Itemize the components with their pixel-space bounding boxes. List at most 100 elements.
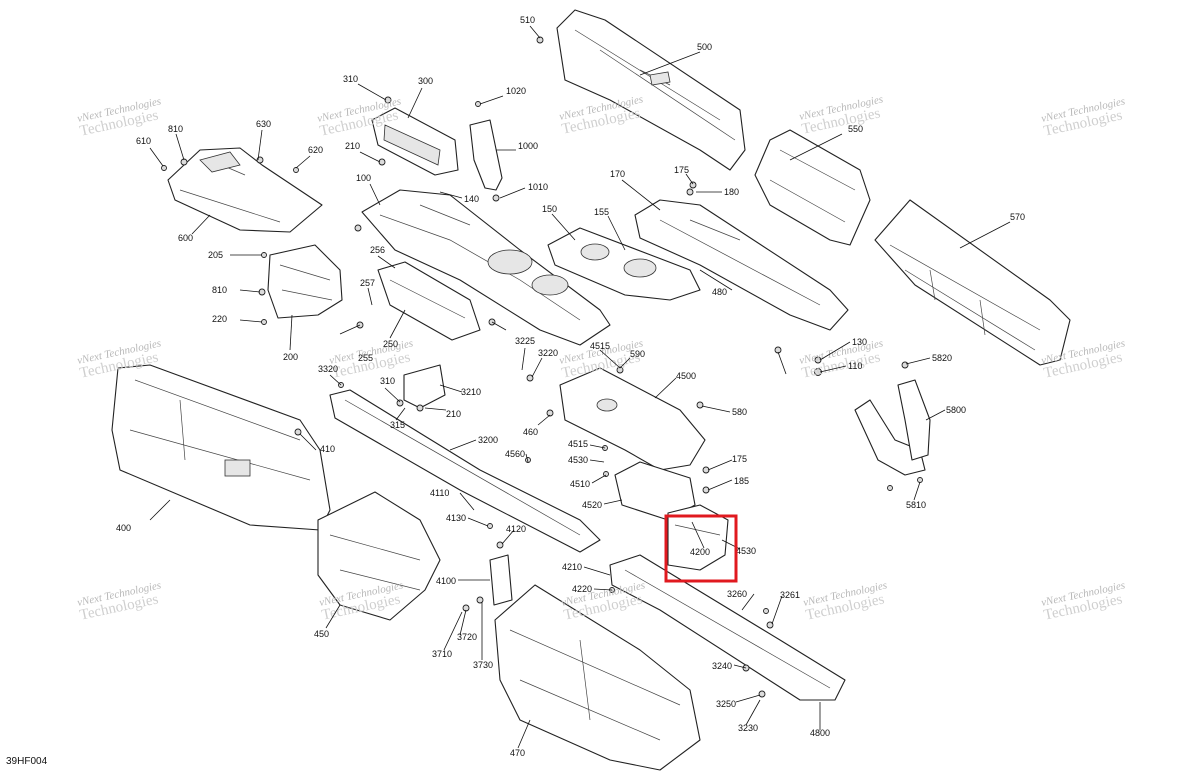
callout-510[interactable]: 510 xyxy=(520,15,535,25)
part-300 xyxy=(371,107,459,176)
part-4500 xyxy=(559,367,706,471)
callout-140[interactable]: 140 xyxy=(464,194,479,204)
part-200 xyxy=(267,244,343,319)
part-4200 xyxy=(667,504,729,571)
part-150 xyxy=(547,227,701,301)
callout-3220[interactable]: 3220 xyxy=(538,348,558,358)
part-3210 xyxy=(403,364,446,409)
callout-1000[interactable]: 1000 xyxy=(518,141,538,151)
callout-205[interactable]: 205 xyxy=(208,250,223,260)
callout-175[interactable]: 175 xyxy=(732,454,747,464)
callout-300[interactable]: 300 xyxy=(418,76,433,86)
callout-4220[interactable]: 4220 xyxy=(572,584,592,594)
part-480 xyxy=(634,199,849,331)
callout-4210[interactable]: 4210 xyxy=(562,562,582,572)
part-4520 xyxy=(614,461,696,521)
callout-4520[interactable]: 4520 xyxy=(582,500,602,510)
callout-4515[interactable]: 4515 xyxy=(590,341,610,351)
callout-4200[interactable]: 4200 xyxy=(690,547,710,557)
callout-450[interactable]: 450 xyxy=(314,629,329,639)
diagram-code: 39HF004 xyxy=(6,756,48,767)
callout-3225[interactable]: 3225 xyxy=(515,336,535,346)
callout-255[interactable]: 255 xyxy=(358,353,373,363)
callout-180[interactable]: 180 xyxy=(724,187,739,197)
callout-175[interactable]: 175 xyxy=(674,165,689,175)
part-250 xyxy=(377,261,481,341)
callout-630[interactable]: 630 xyxy=(256,119,271,129)
callout-170[interactable]: 170 xyxy=(610,169,625,179)
part-100 xyxy=(361,189,611,346)
callout-256[interactable]: 256 xyxy=(370,245,385,255)
callout-5820[interactable]: 5820 xyxy=(932,353,952,363)
callout-4110[interactable]: 4110 xyxy=(430,488,449,498)
callout-590[interactable]: 590 xyxy=(630,349,645,359)
callout-470[interactable]: 470 xyxy=(510,748,525,758)
callout-810[interactable]: 810 xyxy=(212,285,227,295)
callouts: 510 500 550 570 310 300 1020 1000 1010 6… xyxy=(116,15,1025,758)
callout-1020[interactable]: 1020 xyxy=(506,86,526,96)
callout-480[interactable]: 480 xyxy=(712,287,727,297)
callout-4560[interactable]: 4560 xyxy=(505,449,525,459)
callout-4510[interactable]: 4510 xyxy=(570,479,590,489)
callout-210[interactable]: 210 xyxy=(446,409,461,419)
part-470 xyxy=(494,584,701,771)
callout-4800[interactable]: 4800 xyxy=(810,728,830,738)
part-500 xyxy=(556,9,746,171)
callout-400[interactable]: 400 xyxy=(116,523,131,533)
callout-580[interactable]: 580 xyxy=(732,407,747,417)
callout-4530[interactable]: 4530 xyxy=(568,455,588,465)
callout-570[interactable]: 570 xyxy=(1010,212,1025,222)
callout-3210[interactable]: 3210 xyxy=(461,387,481,397)
part-1000 xyxy=(469,119,503,191)
callout-810[interactable]: 810 xyxy=(168,124,183,134)
callout-210[interactable]: 210 xyxy=(345,141,360,151)
callout-4120[interactable]: 4120 xyxy=(506,524,526,534)
callout-410[interactable]: 410 xyxy=(320,444,335,454)
callout-310[interactable]: 310 xyxy=(380,376,395,386)
callout-3240[interactable]: 3240 xyxy=(712,661,732,671)
part-400 xyxy=(111,364,331,531)
callout-610[interactable]: 610 xyxy=(136,136,151,146)
callout-130[interactable]: 130 xyxy=(852,337,867,347)
part-570 xyxy=(874,199,1071,366)
callout-257[interactable]: 257 xyxy=(360,278,375,288)
callout-3720[interactable]: 3720 xyxy=(457,632,477,642)
part-600 xyxy=(167,147,323,233)
callout-500[interactable]: 500 xyxy=(697,42,712,52)
callout-4530[interactable]: 4530 xyxy=(736,546,756,556)
callout-315[interactable]: 315 xyxy=(390,420,405,430)
callout-1010[interactable]: 1010 xyxy=(528,182,548,192)
part-5800 xyxy=(854,379,931,476)
callout-3230[interactable]: 3230 xyxy=(738,723,758,733)
callout-250[interactable]: 250 xyxy=(383,339,398,349)
callout-5810[interactable]: 5810 xyxy=(906,500,926,510)
callout-3260[interactable]: 3260 xyxy=(727,589,747,599)
callout-220[interactable]: 220 xyxy=(212,314,227,324)
callout-185[interactable]: 185 xyxy=(734,476,749,486)
callout-3261[interactable]: 3261 xyxy=(780,590,800,600)
fasteners xyxy=(161,36,923,698)
callout-150[interactable]: 150 xyxy=(542,204,557,214)
callout-310[interactable]: 310 xyxy=(343,74,358,84)
callout-620[interactable]: 620 xyxy=(308,145,323,155)
callout-3250[interactable]: 3250 xyxy=(716,699,736,709)
callout-155[interactable]: 155 xyxy=(594,207,609,217)
callout-550[interactable]: 550 xyxy=(848,124,863,134)
callout-3730[interactable]: 3730 xyxy=(473,660,493,670)
callout-5800[interactable]: 5800 xyxy=(946,405,966,415)
callout-460[interactable]: 460 xyxy=(523,427,538,437)
callout-3710[interactable]: 3710 xyxy=(432,649,452,659)
callout-4100[interactable]: 4100 xyxy=(436,576,456,586)
callout-200[interactable]: 200 xyxy=(283,352,298,362)
callout-3320[interactable]: 3320 xyxy=(318,364,338,374)
part-3200 xyxy=(329,389,601,553)
part-4100 xyxy=(489,554,513,606)
callout-4500[interactable]: 4500 xyxy=(676,371,696,381)
callout-110[interactable]: 110 xyxy=(848,361,862,371)
callout-3200[interactable]: 3200 xyxy=(478,435,498,445)
callout-4515[interactable]: 4515 xyxy=(568,439,588,449)
callout-4130[interactable]: 4130 xyxy=(446,513,466,523)
callout-600[interactable]: 600 xyxy=(178,233,193,243)
callout-100[interactable]: 100 xyxy=(356,173,371,183)
